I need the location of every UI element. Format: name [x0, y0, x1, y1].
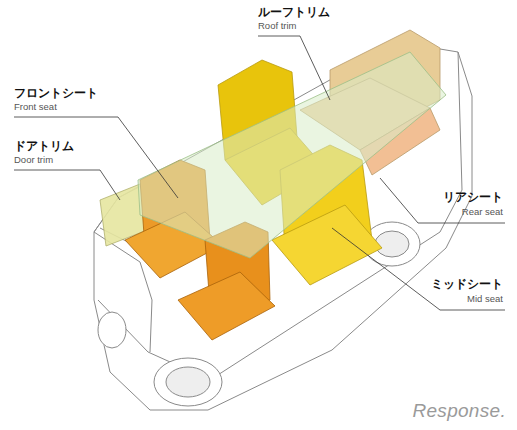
part-name: ルーフトリム — [258, 6, 330, 20]
part-name: ミッドシート — [431, 278, 503, 292]
part-name: リアシート — [443, 191, 503, 205]
part-name-english: Front seat — [14, 102, 57, 113]
watermark: Response. — [412, 400, 506, 422]
part-name-english: Mid seat — [467, 294, 503, 305]
part-name: フロントシート — [14, 87, 98, 101]
part-name-english: Roof trim — [258, 21, 297, 32]
part-name: ドアトリム — [14, 140, 74, 154]
part-name-english: Door trim — [14, 155, 53, 166]
part-name-english: Rear seat — [462, 207, 503, 218]
